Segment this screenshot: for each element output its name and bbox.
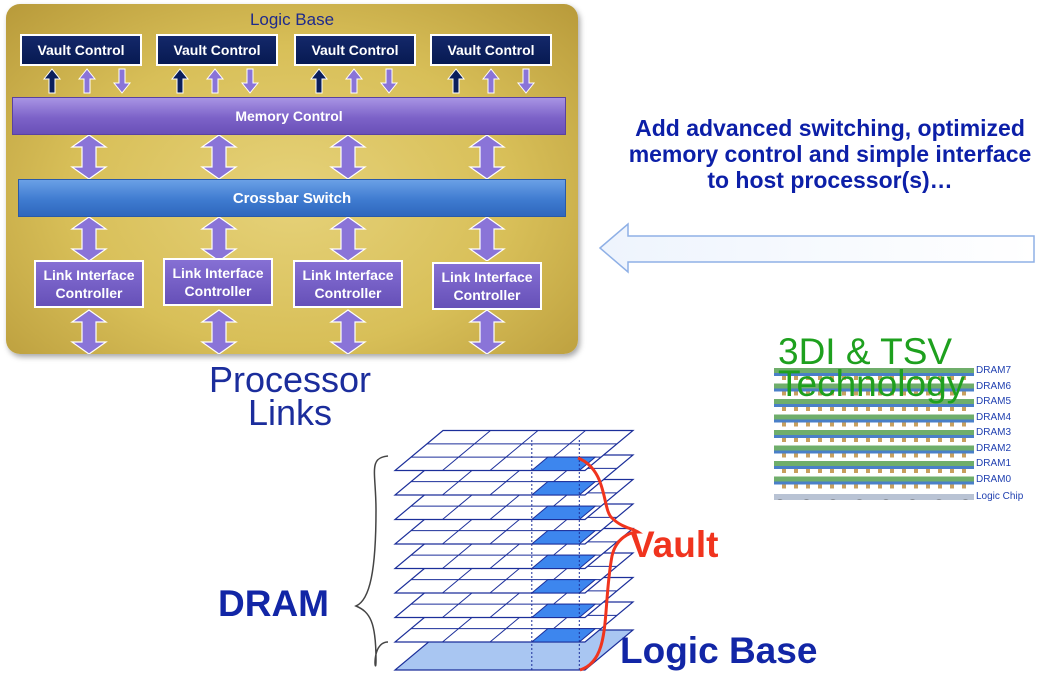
link-interface-controller-1: Link Interface Controller — [34, 260, 144, 308]
down-arrow-icon — [517, 68, 535, 94]
up-arrow-icon — [78, 68, 96, 94]
tsv-layer-label: DRAM0 — [976, 473, 1012, 485]
logic-base-panel: Logic Base Vault Control Vault Control V… — [6, 4, 578, 354]
down-arrow-icon — [113, 68, 131, 94]
tsv-title-line1: 3DI & TSV — [778, 331, 953, 372]
up-arrow-icon — [206, 68, 224, 94]
tsv-layer-stack — [774, 368, 974, 500]
memory-control-bar: Memory Control — [12, 97, 566, 135]
feature-callout-text: Add advanced switching, optimized memory… — [628, 115, 1032, 193]
tsv-layer-label: DRAM2 — [976, 442, 1012, 454]
processor-links-line1: Processor — [208, 359, 372, 400]
dram-brace — [354, 455, 389, 667]
up-arrow-icon — [171, 68, 189, 94]
logic-base-label: Logic Base — [620, 630, 818, 671]
vault-control-3: Vault Control — [294, 34, 416, 66]
up-arrow-icon — [345, 68, 363, 94]
dram-layer — [393, 429, 635, 472]
double-arrow-icon — [71, 135, 107, 179]
tsv-logic-chip-label: Logic Chip — [976, 491, 1024, 502]
link-interface-controller-4: Link Interface Controller — [432, 262, 542, 310]
up-arrow-icon — [310, 68, 328, 94]
vault-cell — [530, 603, 597, 618]
double-arrow-icon — [201, 217, 237, 261]
tsv-dram-layer — [774, 476, 974, 489]
down-arrow-icon — [241, 68, 259, 94]
tsv-dram-layer — [774, 445, 974, 458]
up-arrow-icon — [43, 68, 61, 94]
dram-label: DRAM — [218, 583, 329, 624]
tsv-layer-label: DRAM6 — [976, 380, 1012, 392]
double-arrow-icon — [330, 135, 366, 179]
double-arrow-icon — [71, 217, 107, 261]
down-arrow-icon — [380, 68, 398, 94]
dram-stack-diagram — [354, 429, 643, 672]
tsv-dram-layer — [774, 461, 974, 473]
tsv-dram-layer — [774, 430, 974, 442]
tsv-layer-label: DRAM3 — [976, 427, 1012, 438]
processor-links-label: Processor Links — [200, 359, 380, 433]
tsv-title-line2: Technology — [778, 363, 966, 404]
tsv-dram-layer — [774, 383, 974, 396]
up-arrow-icon — [447, 68, 465, 94]
tsv-layer-label: DRAM5 — [976, 396, 1012, 407]
up-arrow-icon — [482, 68, 500, 94]
vault-control-2: Vault Control — [156, 34, 278, 66]
memory-crossbar-arrows — [71, 135, 505, 179]
vault-bracket — [577, 456, 643, 672]
tsv-logic-chip — [774, 494, 974, 500]
tsv-dram-layer — [774, 368, 974, 380]
double-arrow-icon — [469, 217, 505, 261]
left-arrow-icon — [598, 222, 1035, 274]
double-arrow-icon — [469, 135, 505, 179]
double-arrow-icon — [201, 135, 237, 179]
crossbar-switch-bar: Crossbar Switch — [18, 179, 566, 217]
tsv-dram-layer — [774, 414, 974, 427]
tsv-layer-label: DRAM1 — [976, 458, 1012, 469]
tsv-layer-label: DRAM7 — [976, 365, 1012, 376]
processor-link-arrows — [71, 309, 505, 354]
tsv-title: 3DI & TSV Technology — [778, 331, 966, 404]
vault-control-1: Vault Control — [20, 34, 142, 66]
double-arrow-icon — [201, 309, 237, 354]
link-interface-controller-2: Link Interface Controller — [163, 258, 273, 306]
double-arrow-icon — [469, 309, 505, 354]
double-arrow-icon — [330, 309, 366, 354]
panel-title: Logic Base — [249, 10, 335, 29]
double-arrow-icon — [71, 309, 107, 354]
link-interface-controller-3: Link Interface Controller — [293, 260, 403, 308]
tsv-dram-layer — [774, 399, 974, 411]
vault-label: Vault — [630, 524, 719, 565]
double-arrow-icon — [330, 217, 366, 261]
crossbar-link-arrows — [71, 217, 505, 261]
processor-links-line2: Links — [247, 392, 333, 433]
tsv-layer-label: DRAM4 — [976, 411, 1012, 423]
vault-arrows — [43, 68, 535, 94]
vault-control-4: Vault Control — [430, 34, 552, 66]
